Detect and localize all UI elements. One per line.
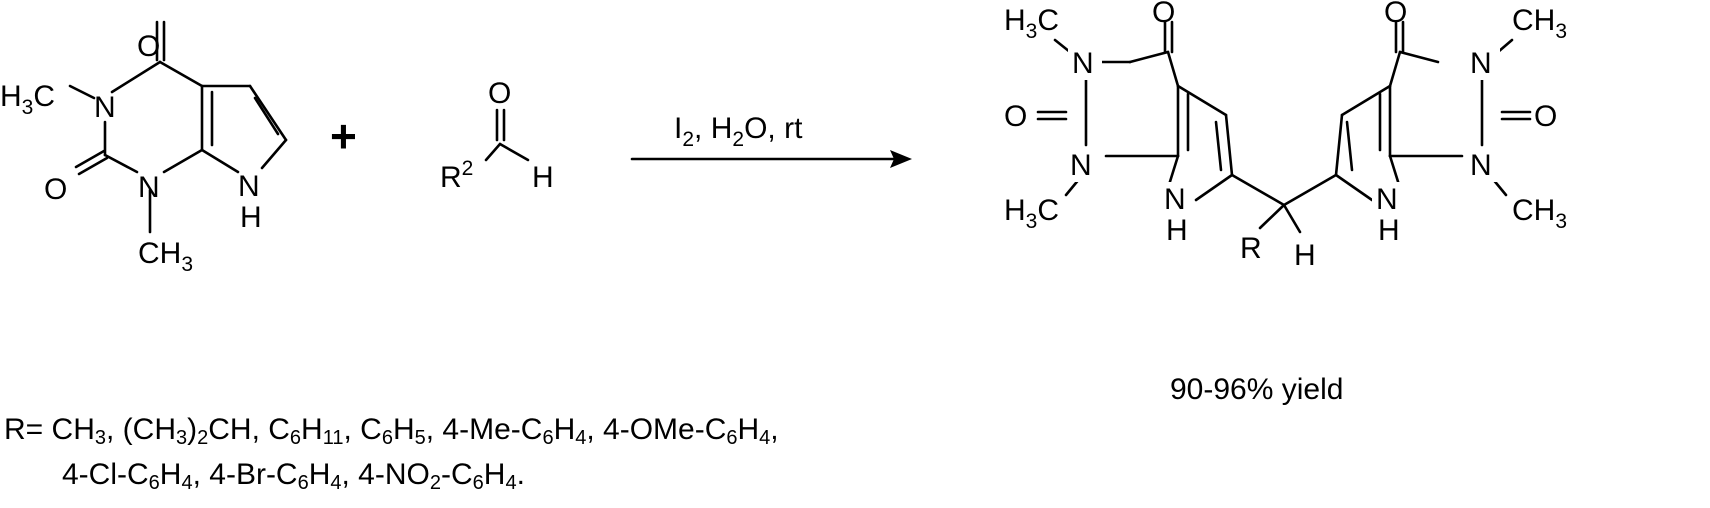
atom-o2: O: [44, 173, 67, 206]
bond-n3-c4: [110, 60, 162, 94]
formula-subscript: 6: [381, 427, 393, 449]
bond-bridge-right: [1282, 173, 1338, 207]
formula-subscript: 4: [575, 427, 587, 449]
p-l-atom-o2: O: [1004, 100, 1027, 133]
bond-bridge-r: [1258, 203, 1286, 230]
bond-p-l-c5-c6-inner: [1214, 120, 1223, 172]
formula-subscript: 5: [414, 427, 426, 449]
atom-n3: N: [94, 91, 116, 124]
reaction-conditions: I2, H2O, rt: [674, 112, 803, 151]
bg-p-r-n1: [1466, 148, 1500, 182]
aldehyde-oxygen: O: [488, 77, 511, 110]
p-r-atom-n3: N: [1470, 47, 1492, 80]
methyl-n3-label: H3C: [0, 80, 55, 119]
p-r-methyl-n3-label: CH3: [1512, 4, 1567, 43]
bond-bridge-left: [1230, 173, 1286, 207]
formula-subscript: 6: [542, 427, 554, 449]
formula-subscript: 4: [181, 472, 193, 494]
atom-n7: N: [238, 170, 260, 203]
bond-p-r-c4-n3: [1398, 50, 1440, 64]
formula-subscript: 6: [472, 472, 484, 494]
p-r-atom-o2: O: [1534, 100, 1557, 133]
formula-subscript: 6: [726, 427, 738, 449]
p-r-atom-n7: N: [1376, 183, 1398, 216]
bond-c5-c6: [248, 84, 288, 142]
plus-sign: +: [330, 110, 357, 162]
bond-p-r-n3-methyl: [1496, 38, 1514, 54]
atom-o4: O: [137, 30, 160, 63]
p-r-atom-n1: N: [1470, 149, 1492, 182]
bond-c6-n7: [260, 138, 288, 170]
formula-subscript: 4: [505, 472, 517, 494]
substituent-formulas-line1: CH3, (CH3)2CH, C6H11, C6H5, 4-Me-C6H4, 4…: [51, 413, 779, 449]
bond-p-l-c4-c4a: [1166, 50, 1180, 88]
bond-bridge-h: [1282, 203, 1302, 234]
p-l-atom-n3: N: [1072, 47, 1094, 80]
p-l-atom-o4: O: [1152, 0, 1175, 29]
arrow-head: [890, 150, 912, 168]
p-l-methyl-n1-label: H3C: [1004, 194, 1059, 233]
formula-subscript: 11: [322, 427, 344, 449]
formula-subscript: 6: [297, 472, 309, 494]
p-l-atom-n7-h: H: [1166, 214, 1188, 247]
p-l-methyl-n3-label: H3C: [1004, 4, 1059, 43]
aldehyde-hydrogen: H: [532, 161, 554, 194]
substituent-prefix: R=: [4, 413, 52, 446]
bg-p-r-n7: [1372, 182, 1406, 216]
bond-methyl-n3: [68, 84, 96, 100]
p-r-atom-n7-h: H: [1378, 214, 1400, 247]
bridge-r-group: R: [1240, 232, 1262, 265]
substituent-list-line1: R= CH3, (CH3)2CH, C6H11, C6H5, 4-Me-C6H4…: [4, 410, 779, 450]
formula-subscript: 2: [197, 427, 209, 449]
bond-p-r-c4a-c4: [1388, 50, 1402, 88]
bg-p-r-n3: [1466, 46, 1500, 80]
atom-n7-h: H: [240, 201, 262, 234]
bond-p-r-c6-c5-inner: [1345, 120, 1354, 172]
p-l-atom-n1: N: [1070, 149, 1092, 182]
bond-p-l-methyl-n3: [1053, 38, 1072, 54]
yield-text: 90-96% yield: [1170, 373, 1344, 406]
bg-p-l-n7: [1160, 182, 1194, 216]
formula-subscript: 6: [289, 427, 302, 449]
substituent-formulas-line2: 4-Cl-C6H4, 4-Br-C6H4, 4-NO2-C6H4.: [62, 458, 525, 494]
p-r-atom-o4: O: [1384, 0, 1407, 29]
p-l-atom-n7: N: [1164, 183, 1186, 216]
formula-subscript: 4: [330, 472, 342, 494]
formula-subscript: 4: [759, 427, 771, 449]
bg-p-l-n1: [1066, 148, 1100, 182]
r2-label: R2: [440, 157, 473, 194]
formula-subscript: 6: [148, 472, 160, 494]
bond-p-l-c4a-c5: [1176, 84, 1228, 117]
reactant-pyrrolopyrimidinedione: H3C N O O N CH3 N H: [0, 20, 288, 276]
bond-c7a-n1: [162, 148, 204, 174]
bond-c-h: [498, 142, 530, 162]
formula-subscript: 3: [94, 427, 106, 449]
bond-p-l-c6-n7: [1194, 173, 1234, 202]
formula-subscript: 2: [429, 472, 441, 494]
bond-c4-c4a: [158, 60, 204, 88]
bond-p-l-c4: [1128, 50, 1170, 64]
p-r-methyl-n1-label: CH3: [1512, 194, 1567, 233]
atom-n1: N: [138, 171, 160, 204]
reaction-arrow: I2, H2O, rt: [630, 112, 912, 168]
bridge-hydrogen: H: [1294, 239, 1316, 272]
bond-r2-c: [484, 142, 502, 162]
bond-p-r-c6-n7: [1334, 173, 1374, 202]
reactant-aldehyde: O R2 H: [440, 77, 554, 194]
bond-p-r-c5-c4a: [1340, 84, 1392, 117]
bond-c2-o-b: [77, 156, 109, 176]
formula-subscript: 3: [176, 427, 188, 449]
bond-n1-c2: [103, 153, 139, 174]
bond-n7-c7a: [200, 148, 240, 174]
substituent-list-line2: 4-Cl-C6H4, 4-Br-C6H4, 4-NO2-C6H4.: [62, 455, 525, 495]
bond-p-l-c5-c6: [1224, 113, 1234, 177]
methyl-n1-label: CH3: [138, 237, 193, 276]
bg-p-l-n3: [1068, 46, 1102, 80]
product-bis-pyrrolopyrimidine: H3C N O O N H3C N H R H N H O N CH3 O N …: [1004, 0, 1567, 272]
bond-c5-c6-inner: [253, 96, 280, 136]
bond-p-r-c6-c5: [1334, 113, 1344, 177]
bond-c2-o-a: [74, 149, 106, 169]
